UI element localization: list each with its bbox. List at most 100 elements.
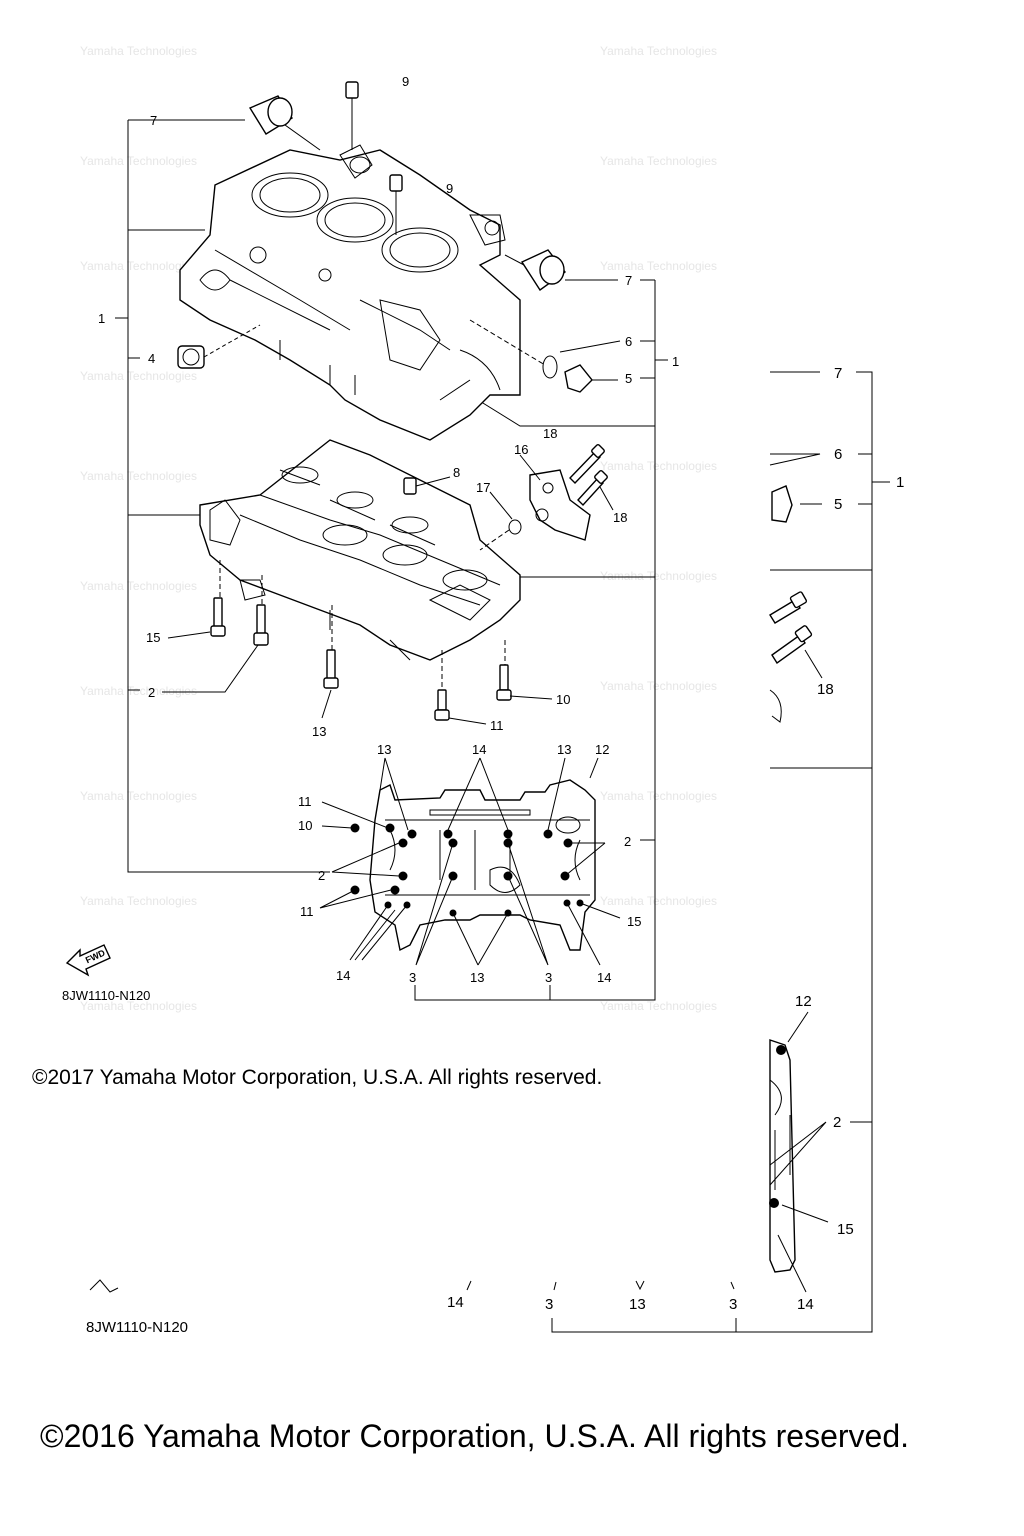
- callout: 8: [453, 465, 460, 480]
- watermark: Yamaha Technologies: [600, 154, 717, 168]
- right-bolt-view: [466, 1011, 829, 1293]
- callout: 11: [300, 904, 314, 919]
- callout: 2: [148, 685, 155, 700]
- watermark: Yamaha Technologies: [600, 894, 717, 908]
- dowel-pin-9-upper: [345, 81, 359, 150]
- dowel-pin-8: [403, 476, 451, 495]
- watermark: Yamaha Technologies: [80, 154, 197, 168]
- callout: 6: [834, 446, 842, 463]
- watermark: Yamaha Technologies: [600, 999, 717, 1013]
- callout: 11: [298, 794, 312, 809]
- callout: 15: [837, 1221, 854, 1238]
- callout: 10: [298, 818, 312, 833]
- callout: 1: [672, 354, 679, 369]
- callout: 14: [447, 1294, 464, 1311]
- watermark: Yamaha Technologies: [80, 789, 197, 803]
- callout: 13: [629, 1296, 646, 1313]
- bolt-15: [167, 597, 226, 639]
- right-fwd-fragment: [89, 1279, 119, 1293]
- callout: 13: [557, 742, 571, 757]
- right-bracket: [551, 371, 890, 1333]
- copyright-notice: ©2016 Yamaha Motor Corporation, U.S.A. A…: [40, 1418, 910, 1454]
- callout: 14: [597, 970, 611, 985]
- bolt-11: [434, 689, 487, 725]
- copyright-notice: ©2017 Yamaha Motor Corporation, U.S.A. A…: [32, 1066, 603, 1089]
- callout: 2: [624, 834, 631, 849]
- bolt-13: [321, 649, 339, 719]
- callouts-top: 9 9 7 7 1 1 4 6 5 8 18 16 17 18 15 2 10 …: [98, 74, 679, 739]
- dowel-pin-9-lower: [389, 174, 403, 235]
- lower-crankcase: [199, 439, 521, 690]
- callout: 3: [545, 1296, 553, 1313]
- bolt-10: [496, 664, 553, 701]
- watermark: Yamaha Technologies: [600, 259, 717, 273]
- bolt-2: [162, 604, 269, 693]
- fwd-arrow-icon: FWD: [65, 944, 111, 977]
- right-bolt-18-lower: [771, 625, 823, 679]
- callout: 18: [613, 510, 627, 525]
- callout: 3: [729, 1296, 737, 1313]
- callout: 5: [834, 496, 842, 513]
- watermark: Yamaha Technologies: [600, 459, 717, 473]
- callout: 4: [148, 351, 155, 366]
- callout: 12: [795, 993, 812, 1010]
- callout: 3: [545, 970, 552, 985]
- watermark: Yamaha Technologies: [80, 369, 197, 383]
- bushing-7-left: [248, 95, 321, 151]
- callout: 18: [817, 681, 834, 698]
- callout: 9: [446, 181, 453, 196]
- bushing-7-right: [504, 249, 566, 291]
- callout: 14: [336, 968, 350, 983]
- o-ring-6: [542, 340, 621, 379]
- callout: 2: [318, 868, 325, 883]
- callout: 16: [514, 442, 528, 457]
- callout: 10: [556, 692, 570, 707]
- watermark: Yamaha Technologies: [80, 44, 197, 58]
- watermark: Yamaha Technologies: [600, 569, 717, 583]
- watermark: Yamaha Technologies: [80, 999, 197, 1013]
- callout: 13: [377, 742, 391, 757]
- callout: 7: [834, 365, 842, 382]
- bolt-18-lower: [577, 470, 614, 511]
- bracket-left: [115, 119, 330, 873]
- watermark: Yamaha Technologies: [80, 579, 197, 593]
- plug-4: [177, 324, 261, 369]
- bolt-18-upper: [569, 444, 605, 484]
- callout: 1: [98, 311, 105, 326]
- watermark: Yamaha Technologies: [80, 469, 197, 483]
- watermark: Yamaha Technologies: [600, 44, 717, 58]
- callout: 17: [476, 480, 490, 495]
- callout: 13: [312, 724, 326, 739]
- diagram-code: 8JW1110-N120: [62, 988, 150, 1003]
- callout: 9: [402, 74, 409, 89]
- callout: 6: [625, 334, 632, 349]
- sensor-16: [519, 454, 591, 541]
- right-plug-5: [771, 485, 793, 523]
- right-sensor-arc: [769, 689, 782, 723]
- diagram-code: 8JW1110-N120: [86, 1319, 188, 1336]
- callout: 15: [146, 630, 160, 645]
- callout: 18: [543, 426, 557, 441]
- callout: 13: [470, 970, 484, 985]
- watermark: Yamaha Technologies: [600, 679, 717, 693]
- callouts-bolt-view: 13 14 13 12 11 10 2 2 11 15 14 3 13 3 14: [298, 742, 641, 985]
- watermark-layer: Yamaha Technologies Yamaha Technologies …: [80, 44, 717, 1013]
- callout: 12: [595, 742, 609, 757]
- watermark: Yamaha Technologies: [600, 789, 717, 803]
- callout: 7: [150, 113, 157, 128]
- bracket-right: [414, 279, 668, 1001]
- callout: 3: [409, 970, 416, 985]
- right-bolt-18-upper: [769, 591, 808, 624]
- callout: 11: [490, 718, 504, 733]
- bolt-pattern-view: [319, 757, 621, 966]
- callout: 7: [625, 273, 632, 288]
- callout: 14: [472, 742, 486, 757]
- plug-5: [469, 319, 618, 393]
- callout: 15: [627, 914, 641, 929]
- callout: 2: [833, 1114, 841, 1131]
- o-ring-17: [479, 491, 522, 551]
- watermark: Yamaha Technologies: [80, 684, 197, 698]
- callout: 1: [896, 474, 904, 491]
- callout: 5: [625, 371, 632, 386]
